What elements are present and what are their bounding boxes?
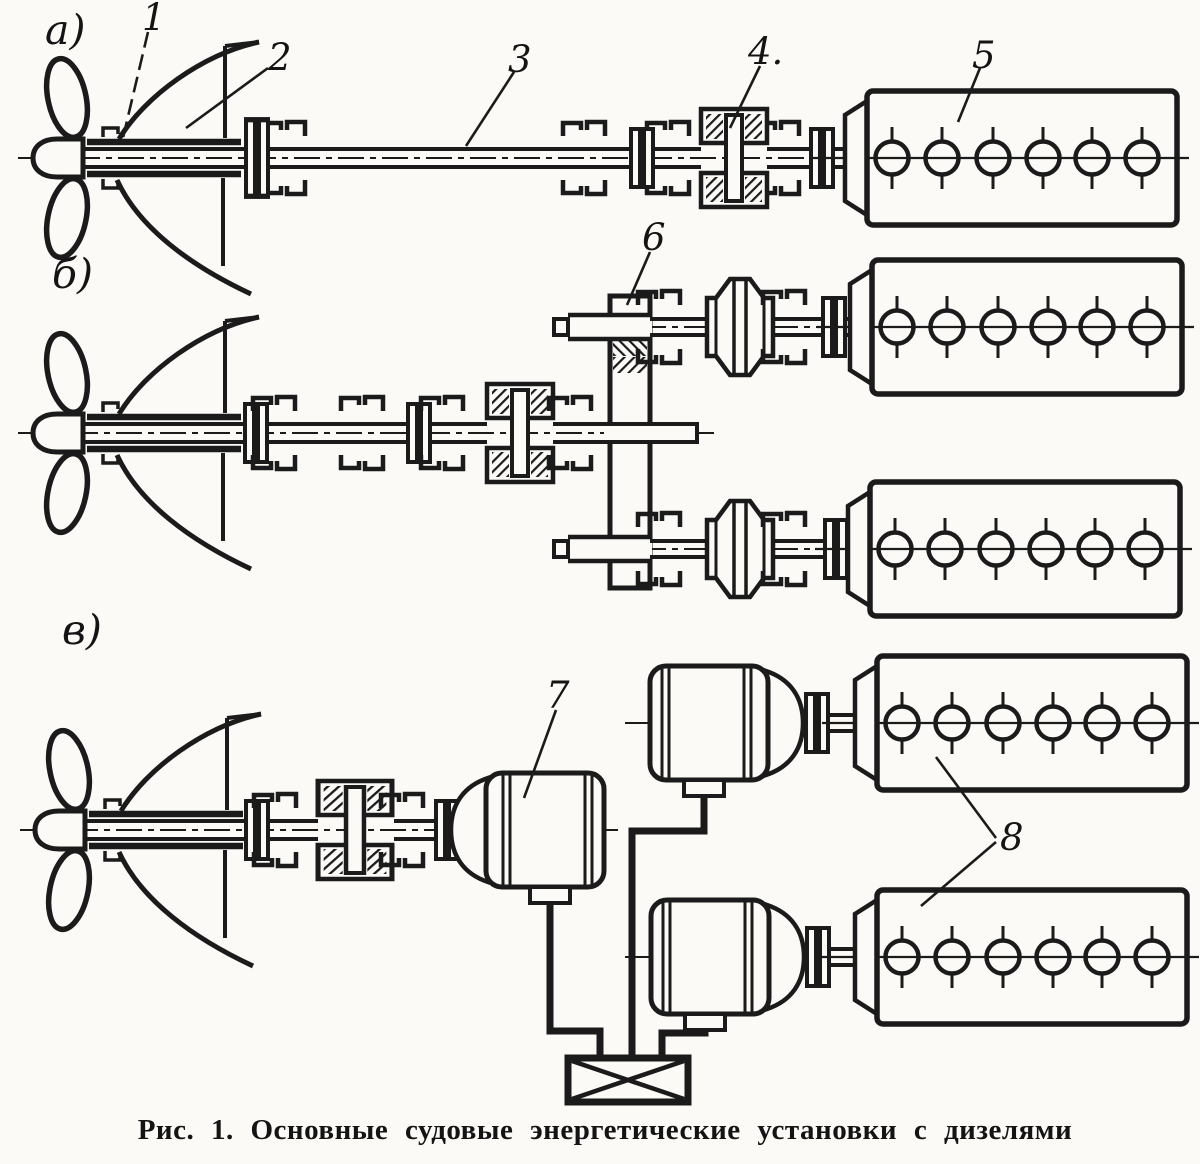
leader-line-7 [522,709,558,799]
callout-4: 4. [747,30,783,73]
cable-motor [546,903,604,1060]
leader-line-3 [464,71,516,147]
gearbox-lower-stub [568,534,652,564]
propeller [20,714,261,966]
propulsion-motor [451,773,604,903]
callout-1: 1 [142,0,166,39]
shaft-pass [564,539,652,559]
line-shafting [267,422,608,444]
upper-branch-shaft [650,317,852,337]
leader-line-5 [956,67,982,123]
line-shafting [267,713,857,967]
stern-tube-flange [244,799,270,861]
gear-mesh-hatch [613,340,647,356]
diesel-engine-lower [815,482,1192,616]
line-shafting [268,147,851,169]
leader-line-1 [120,31,150,143]
leader-line-2 [185,66,269,130]
switchboard [564,1054,692,1106]
diesel-engine [812,91,1189,225]
callout-6: 6 [642,216,666,259]
shaft-flange [406,402,432,464]
callout-3: 3 [508,38,532,81]
leader-line-4 [728,65,762,129]
stern-tube-flange [246,120,268,197]
callout-8: 8 [1000,816,1024,859]
leader-line-6 [625,251,652,306]
lower-generator [651,900,804,1030]
cable-upper-generator [628,795,708,1060]
upper-generator [650,666,803,796]
gearbox-output-shaft [604,422,699,444]
panel-label-a: а) [45,6,85,54]
disconnect-clutch [487,384,553,482]
gearbox-upper-stub [568,312,652,342]
gear-mesh-hatch [613,357,647,373]
callout-5: 5 [972,34,996,77]
lower-branch-shaft [650,539,852,559]
panel-label-v: в) [62,606,102,654]
panel-v-diesel-electric-drive: в) 7 8 [20,606,1199,1106]
stub-end [552,539,570,559]
panel-a-direct-drive: а) 1 2 3 4. 5 [18,0,1189,294]
shaft-pass [604,426,696,440]
figure-caption: Рис. 1. Основные судовые энергетические … [137,1114,1073,1146]
shaft-flange [629,127,655,189]
callout-2: 2 [267,36,292,79]
diesel-engine-upper [822,656,1199,790]
stub-end [552,317,570,337]
stern-tube-flange [243,402,269,464]
diesel-engine-lower [822,890,1199,1024]
shaft-pass [564,317,652,337]
panel-label-b: б) [52,250,93,298]
callout-7: 7 [546,674,570,717]
propeller [18,317,259,569]
diesel-engine-upper [817,260,1194,394]
leader-line-8 [920,756,998,907]
panel-b-geared-drive: б) 6 [18,216,1194,616]
